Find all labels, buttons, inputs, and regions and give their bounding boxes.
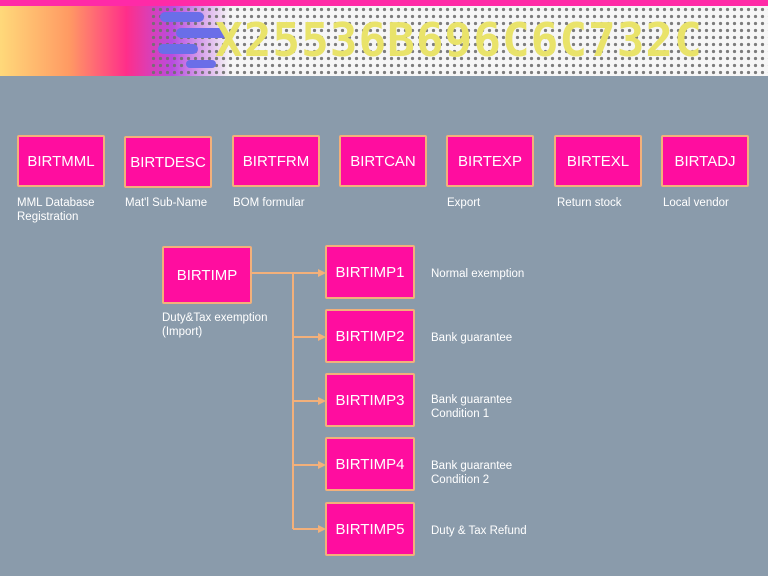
caption-birtimp5: Duty & Tax Refund bbox=[431, 525, 527, 537]
node-birtadj[interactable]: BIRTADJ bbox=[661, 135, 749, 187]
node-birtexp[interactable]: BIRTEXP bbox=[446, 135, 534, 187]
node-birtimp3[interactable]: BIRTIMP3 bbox=[325, 373, 415, 427]
node-birtdesc[interactable]: BIRTDESC bbox=[124, 136, 212, 188]
caption-birtimp3: Bank guarantee Condition 1 bbox=[431, 394, 513, 420]
logo-stripe-2 bbox=[176, 28, 228, 38]
caption-birtmml: MML Database Registration bbox=[17, 197, 95, 223]
logo-stripe-1 bbox=[160, 12, 204, 22]
caption-birtexp: Export bbox=[447, 197, 481, 209]
arrowhead-1 bbox=[318, 269, 326, 277]
node-birtimp2[interactable]: BIRTIMP2 bbox=[325, 309, 415, 363]
banner-dot-pattern bbox=[150, 6, 768, 76]
caption-birtimp4: Bank guarantee Condition 2 bbox=[431, 460, 513, 486]
node-birtimp5[interactable]: BIRTIMP5 bbox=[325, 502, 415, 556]
caption-birtimp1: Normal exemption bbox=[431, 268, 525, 280]
node-birtfrm[interactable]: BIRTFRM bbox=[232, 135, 320, 187]
arrowhead-4 bbox=[318, 461, 326, 469]
node-birtimp[interactable]: BIRTIMP bbox=[162, 246, 252, 304]
header-banner: X25536B696C6C732C bbox=[0, 6, 768, 76]
caption-birtimp2: Bank guarantee bbox=[431, 332, 513, 344]
arrowhead-2 bbox=[318, 333, 326, 341]
arrowhead-5 bbox=[318, 525, 326, 533]
node-birtmml[interactable]: BIRTMML bbox=[17, 135, 105, 187]
arrowhead-3 bbox=[318, 397, 326, 405]
top-accent-bar bbox=[0, 0, 768, 6]
logo-stripe-4 bbox=[186, 60, 216, 68]
caption-birtfrm: BOM formular bbox=[233, 197, 305, 209]
node-birtimp4[interactable]: BIRTIMP4 bbox=[325, 437, 415, 491]
node-birtcan[interactable]: BIRTCAN bbox=[339, 135, 427, 187]
caption-birtexl: Return stock bbox=[557, 197, 622, 209]
caption-birtimp: Duty&Tax exemption (Import) bbox=[162, 312, 268, 338]
node-birtexl[interactable]: BIRTEXL bbox=[554, 135, 642, 187]
node-birtimp1[interactable]: BIRTIMP1 bbox=[325, 245, 415, 299]
banner-hex-text: X25536B696C6C732C bbox=[215, 13, 703, 67]
logo-stripe-3 bbox=[158, 44, 198, 54]
caption-birtadj: Local vendor bbox=[663, 197, 729, 209]
caption-birtdesc: Mat'l Sub-Name bbox=[125, 197, 208, 209]
